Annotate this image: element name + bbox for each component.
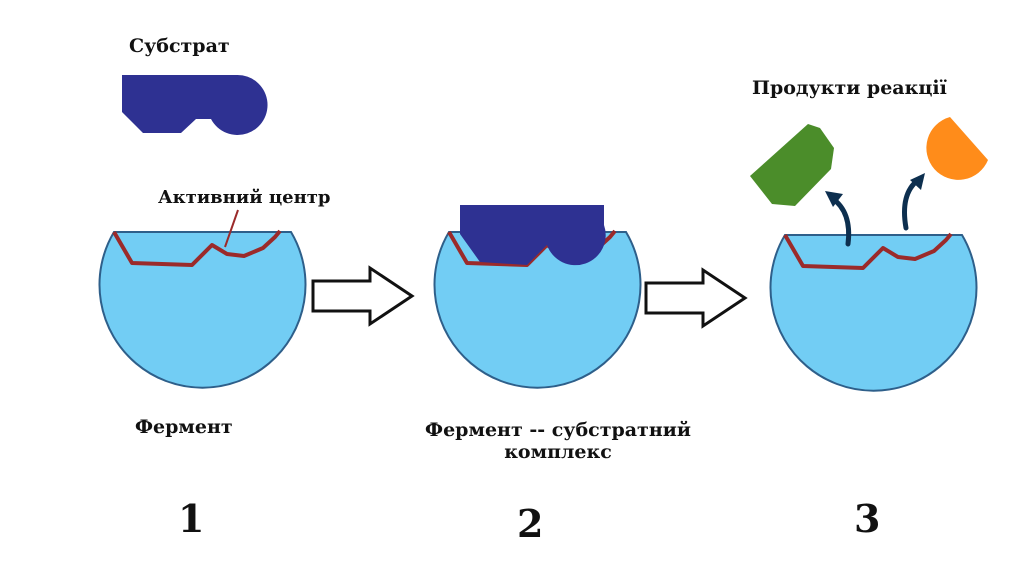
complex-label: Фермент -- субстратний комплекс <box>425 419 691 463</box>
enzyme-body <box>98 231 307 389</box>
release-arrow-right <box>902 173 925 231</box>
product-orange <box>926 117 988 180</box>
product-green <box>750 124 834 206</box>
enzyme-body <box>433 231 642 389</box>
active-site <box>783 232 953 270</box>
active-site <box>112 229 282 267</box>
step-arrow-1 <box>311 265 415 327</box>
bound-substrate <box>460 205 606 266</box>
curved-up-arrow-icon <box>825 191 843 207</box>
release-arrow-left <box>825 191 852 247</box>
enzyme-2 <box>433 229 642 389</box>
enzyme-1 <box>98 209 307 389</box>
step-number-1: 1 <box>178 496 205 541</box>
step-number-2: 2 <box>517 501 544 546</box>
active-site-pointer <box>224 209 239 248</box>
products-label: Продукти реакції <box>752 77 947 99</box>
enzyme-label: Фермент <box>135 416 233 438</box>
substrate-shape <box>122 74 268 135</box>
curved-up-arrow-icon <box>910 173 925 190</box>
substrate-label: Субстрат <box>129 35 230 57</box>
enzyme-body <box>769 234 978 392</box>
enzyme-3 <box>769 232 978 392</box>
step-number-3: 3 <box>854 496 881 541</box>
active-center-label: Активний центр <box>158 187 331 208</box>
step-arrow-2 <box>644 267 748 329</box>
